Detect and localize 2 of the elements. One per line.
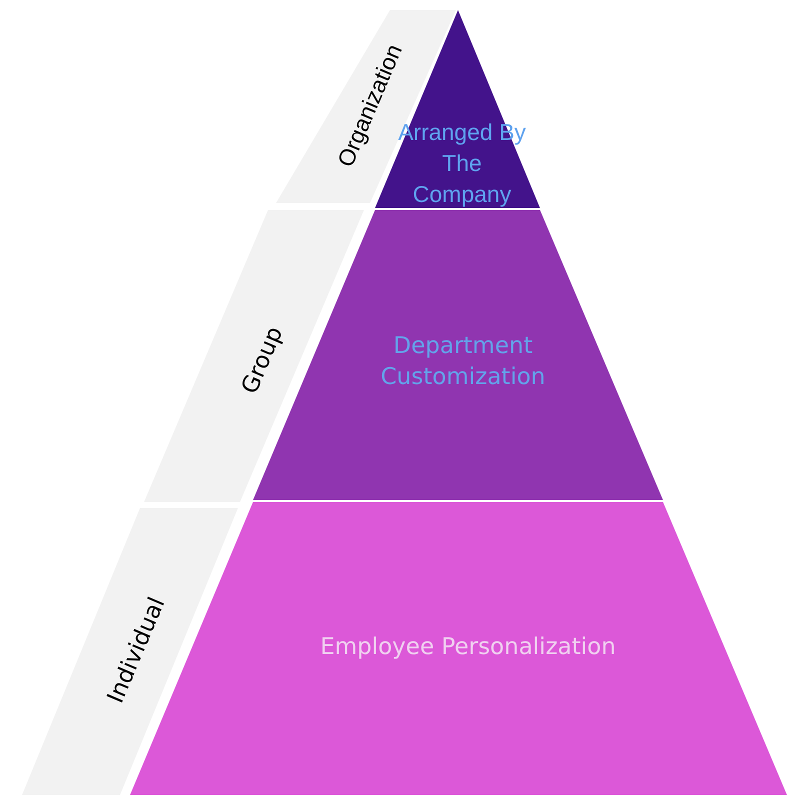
tier-label: Employee Personalization: [319, 632, 617, 662]
tier-label: Department Customization: [380, 332, 546, 392]
